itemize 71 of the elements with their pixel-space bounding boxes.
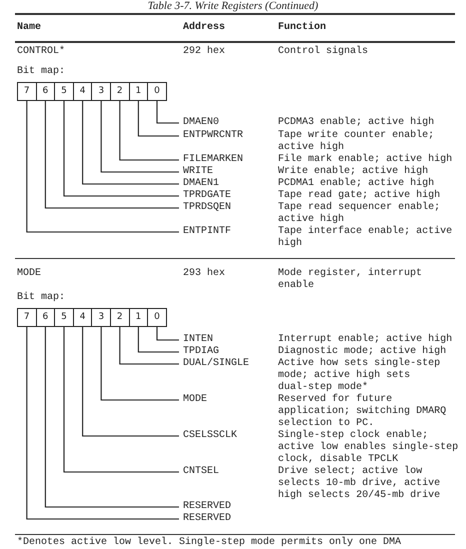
bit-cell: 7 [17, 82, 37, 101]
leader-line [138, 327, 179, 353]
register-function: Control signals [278, 46, 370, 58]
leader-line [26, 327, 179, 520]
table-title: Table 3-7. Write Registers (Continued) [146, 0, 320, 12]
leader-line [119, 327, 179, 365]
signal-name: RESERVED [183, 513, 232, 525]
bit-cell: 5 [54, 308, 74, 327]
bit-cell: 1 [128, 308, 148, 327]
bit-cell: 4 [72, 308, 92, 327]
bit-cell: 2 [110, 82, 130, 101]
signal-name: DMAEN0 [183, 117, 220, 129]
bit-cell: 1 [128, 82, 148, 101]
leader-line [63, 101, 179, 197]
signal-name: ENTPWRCNTR [183, 130, 244, 142]
bit-map-label: Bit map: [17, 66, 66, 78]
leader-line [82, 327, 179, 437]
leader-line [44, 101, 179, 209]
signal-description: Interrupt enable; active high [278, 334, 454, 346]
bit-cell: 0 [147, 308, 167, 327]
bit-map-label: Bit map: [17, 292, 66, 304]
bit-cell: 0 [147, 82, 167, 101]
signal-name: CSELSSCLK [183, 430, 238, 442]
leader-line [156, 327, 179, 341]
bit-cell: 6 [36, 82, 56, 101]
bit-cell: 6 [36, 308, 56, 327]
leader-line [138, 101, 179, 137]
signal-name: DMAEN1 [183, 178, 220, 190]
signal-name: CNTSEL [183, 466, 220, 478]
bit-cell: 4 [72, 82, 92, 101]
bit-cell: 7 [17, 308, 37, 327]
register-function: Mode register, interrupt enable [278, 268, 424, 292]
signal-name: DUAL/SINGLE [183, 358, 250, 370]
signal-description: Write enable; active high [278, 166, 430, 178]
leader-line [26, 101, 179, 233]
bit-cell: 2 [110, 308, 130, 327]
signal-description: PCDMA3 enable; active high [278, 117, 436, 129]
signal-description: Drive select; active low selects 10-mb drive, active high selects 20/45-mb drive [278, 466, 442, 502]
signal-description: File mark enable; active high [278, 154, 454, 166]
leader-line [44, 327, 179, 508]
leader-line [100, 101, 179, 173]
signal-name: FILEMARKEN [183, 154, 244, 166]
leader-line [156, 101, 179, 124]
signal-description: Tape interface enable; active high [278, 226, 454, 250]
bit-cell: 5 [54, 82, 74, 101]
bit-cell: 3 [91, 82, 111, 101]
bit-cell: 3 [91, 308, 111, 327]
register-address: 292 hex [183, 46, 226, 58]
footnote: *Denotes active low level. Single-step mode permits only one DMA [17, 537, 402, 549]
signal-description: Reserved for future application; switching DMARQ selection to PC. [278, 394, 448, 430]
signal-name: TPRDSQEN [183, 202, 232, 214]
register-name: CONTROL* [17, 46, 66, 58]
column-header: Name [17, 22, 42, 34]
column-header: Function [278, 22, 326, 34]
signal-name: TPDIAG [183, 346, 220, 358]
signal-description: Tape read gate; active high [278, 190, 442, 202]
signal-description: PCDMA1 enable; active high [278, 178, 436, 190]
leader-line [100, 327, 179, 401]
leader-line [82, 101, 179, 185]
leader-line [119, 101, 179, 161]
leader-line [63, 327, 179, 473]
register-name: MODE [17, 268, 42, 280]
register-address: 293 hex [183, 268, 226, 280]
signal-name: INTEN [183, 334, 214, 346]
column-header: Address [183, 22, 226, 34]
signal-name: WRITE [183, 166, 214, 178]
signal-name: TPRDGATE [183, 190, 232, 202]
signal-name: ENTPINTF [183, 226, 232, 238]
signal-name: RESERVED [183, 501, 232, 513]
signal-name: MODE [183, 394, 208, 406]
signal-description: Diagnostic mode; active high [278, 346, 448, 358]
